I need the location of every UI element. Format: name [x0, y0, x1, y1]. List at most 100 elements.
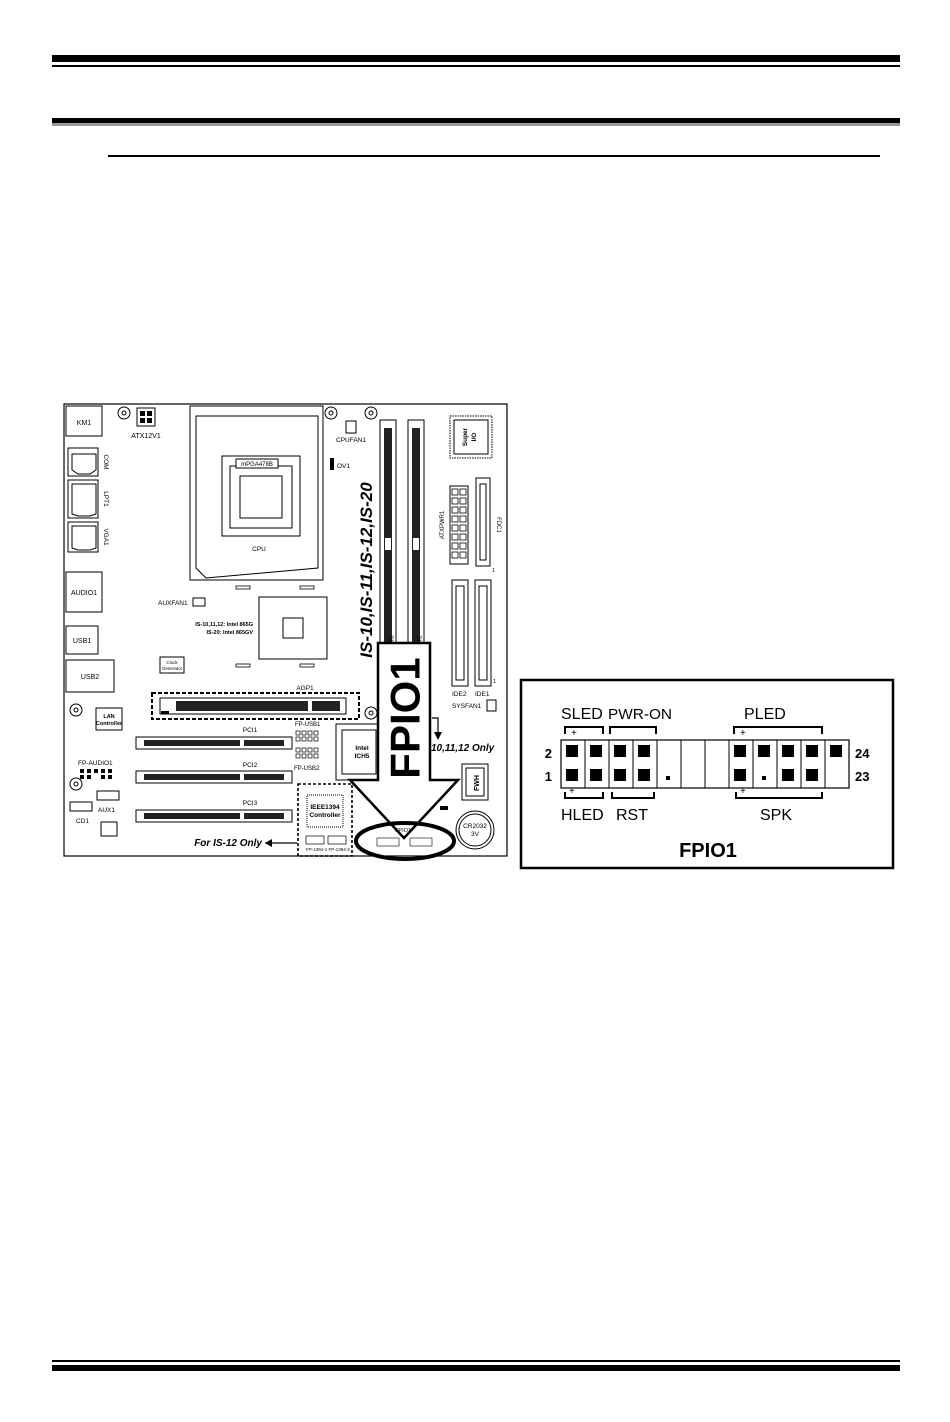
fdc1-label: FDC1 [495, 517, 501, 533]
cpufan1-label: CPUFAN1 [336, 437, 366, 444]
section-rule-shadow [52, 123, 900, 126]
fpio1-small-header [376, 837, 433, 847]
usb2-label: USB2 [81, 674, 99, 681]
pin-cells [584, 740, 826, 788]
battery [455, 810, 495, 850]
plus-pled: + [740, 728, 746, 739]
fpio1-pin-detail: SLED PWR-ON PLED + + 2 1 24 23 [519, 678, 895, 870]
plus-sled: + [571, 728, 577, 739]
ide2-label: IDE2 [452, 691, 467, 698]
fp-usb1-header [295, 730, 319, 742]
pci1-label: PCI1 [243, 727, 258, 734]
audio1-label: AUDIO1 [71, 590, 97, 597]
footer-rule-thick [52, 1365, 900, 1371]
top-brackets [564, 726, 823, 734]
fpio1-callout-label: FPIO1 [382, 657, 429, 778]
ich5-label-1: Intel [355, 745, 369, 752]
usb2-port [65, 659, 115, 693]
pin-number-23: 23 [855, 769, 869, 784]
audio1-jack [65, 571, 103, 613]
header-rule-thin [52, 65, 900, 67]
fp-audio1-label: FP-AUDIO1 [78, 760, 113, 767]
subsection-rule [108, 155, 880, 157]
label-pled: PLED [744, 706, 786, 723]
pin-number-2: 2 [545, 746, 552, 761]
fpio1-highlight-ellipse [354, 821, 456, 861]
lan-label-1: LAN [103, 714, 114, 720]
fpio1-callout-arrow [347, 641, 461, 840]
ieee1394-controller [306, 794, 344, 828]
header-rule-thick [52, 55, 900, 62]
audio-codec-chip [100, 821, 118, 837]
clock-generator [159, 656, 185, 674]
pins [566, 745, 842, 781]
fp-1394-label: FP-1394-1 FP-1394-2 [306, 847, 350, 852]
ieee1394-region [297, 783, 353, 857]
sysfan1-label: SYSFAN1 [452, 703, 482, 710]
dimm1-slot [379, 419, 397, 679]
cd1-connector [69, 801, 93, 812]
plus-spk: + [740, 786, 746, 797]
fp-usb1-label: FP-USB1 [295, 722, 321, 728]
cpu-label: CPU [252, 546, 266, 553]
sysfan1-connector [486, 699, 497, 712]
fp-usb2-header [295, 747, 319, 759]
aux1-connector [96, 790, 120, 801]
auxfan1-label: AUXFAN1 [158, 600, 188, 607]
section-rule [52, 118, 900, 123]
cpu-socket-label: mPGA478B [241, 462, 273, 468]
ich5-label-2: ICH5 [355, 753, 370, 760]
model-label: IS-10,IS-11,IS-12,IS-20 [357, 482, 376, 658]
cpu-socket-label-box [235, 458, 279, 469]
lpt1-label: LPT1 [102, 491, 109, 507]
atxpwr1-pins [451, 488, 467, 559]
motherboard-layout-diagram: KM1 ATX12V1 COM LPT1 VGA1 AUDIO1 USB1 US… [63, 403, 508, 861]
bottom-brackets [564, 792, 823, 799]
chip-note-2: IS-20: Intel 865GV [207, 630, 254, 636]
fpio1-small-label: FPIO1 [395, 828, 411, 834]
battery-label-2: 3V [471, 831, 480, 838]
lan-label-2: Controller [96, 721, 123, 727]
lan-controller [95, 707, 123, 731]
ov1-label: OV1 [337, 463, 350, 470]
label-spk: SPK [760, 807, 792, 824]
atx12v1-label: ATX12V1 [131, 433, 161, 440]
fp-audio1-header [80, 769, 112, 779]
com-label: COM [102, 454, 109, 469]
fp-1394-headers [305, 835, 347, 845]
label-rst: RST [616, 807, 648, 824]
only-note-ieee: For IS-12 Only [194, 838, 262, 849]
atx12v1-connector [136, 407, 156, 427]
usb1-port [65, 625, 99, 655]
chip-note-1: IS-10,11,12: Intel 865G [195, 622, 253, 628]
super-io-label-1: Super [462, 427, 469, 446]
label-sled: SLED [561, 706, 603, 723]
ieee1394-label-2: Controller [309, 812, 341, 819]
km1-connector [65, 405, 103, 437]
cd1-label: CD1 [76, 818, 89, 825]
footer-rule-thin [52, 1360, 900, 1362]
ieee1394-label-1: IEEE1394 [310, 804, 340, 811]
battery-label-1: CR2032 [463, 823, 487, 830]
plus-hled: + [569, 786, 575, 797]
pci2-label: PCI2 [243, 762, 258, 769]
km1-label: KM1 [77, 420, 92, 427]
ov1-jumper [330, 458, 334, 470]
atxpwr1-label: ATXPWR1 [440, 510, 446, 539]
ide1-pin1: 1 [493, 679, 496, 685]
ide1-label: IDE1 [475, 691, 490, 698]
agp1-label: AGP1 [296, 685, 314, 692]
vga1-label: VGA1 [102, 528, 109, 546]
auxfan1-connector [192, 597, 206, 607]
super-io-label-2: I/O [471, 433, 478, 442]
fdc1-pin1: 1 [492, 568, 495, 574]
label-hled: HLED [561, 807, 604, 824]
clock-gen-label-2: Generator [162, 666, 183, 671]
pin-number-1: 1 [545, 769, 552, 784]
pci3-label: PCI3 [243, 800, 258, 807]
cpufan1-connector [345, 420, 357, 434]
fwh-label: FWH [474, 775, 481, 791]
agp-region [151, 692, 360, 720]
only-note-right: 10,11,12 Only [431, 743, 495, 754]
fpio1-detail-title: FPIO1 [679, 840, 737, 862]
